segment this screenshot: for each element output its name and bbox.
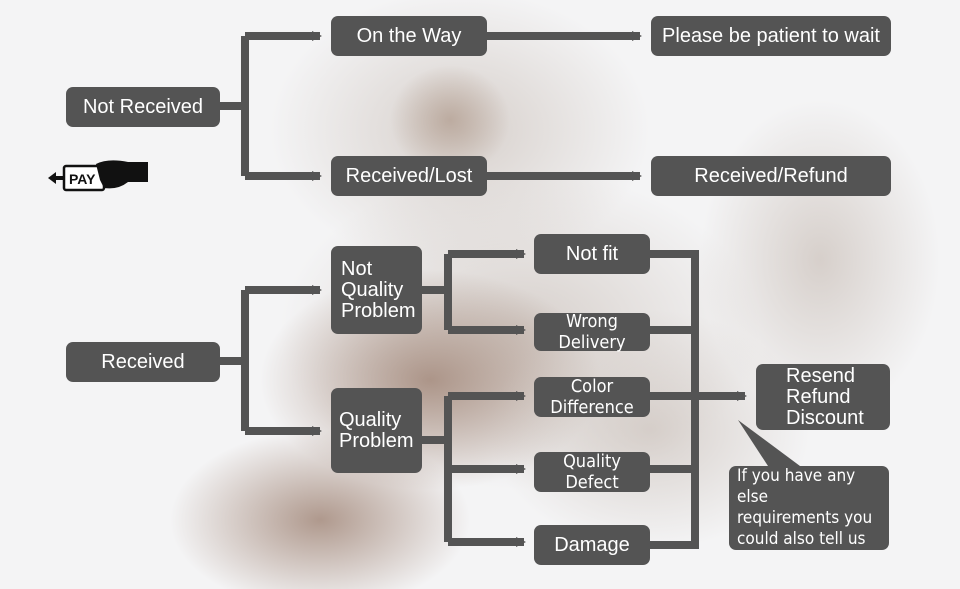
- node-on-the-way: On the Way: [331, 16, 487, 56]
- node-received-lost: Received/Lost: [331, 156, 487, 196]
- node-not-quality-problem: Not Quality Problem: [331, 246, 422, 334]
- node-received-refund: Received/Refund: [651, 156, 891, 196]
- node-received: Received: [66, 342, 220, 382]
- node-resend-refund-discount: Resend Refund Discount: [756, 364, 890, 430]
- node-quality-defect: Quality Defect: [534, 451, 650, 493]
- node-damage: Damage: [534, 525, 650, 565]
- node-wrong-delivery: Wrong Delivery: [534, 311, 650, 353]
- svg-text:PAY: PAY: [69, 171, 96, 187]
- node-not-fit: Not fit: [534, 234, 650, 274]
- node-note-bubble: If you have any else requirements you co…: [729, 466, 889, 550]
- node-not-received: Not Received: [66, 87, 220, 127]
- node-color-difference: Color Difference: [534, 376, 650, 418]
- node-quality-problem: Quality Problem: [331, 388, 422, 473]
- note-bubble-tail: [738, 420, 800, 466]
- pay-hand-icon: PAY: [48, 160, 148, 192]
- node-please-wait: Please be patient to wait: [651, 16, 891, 56]
